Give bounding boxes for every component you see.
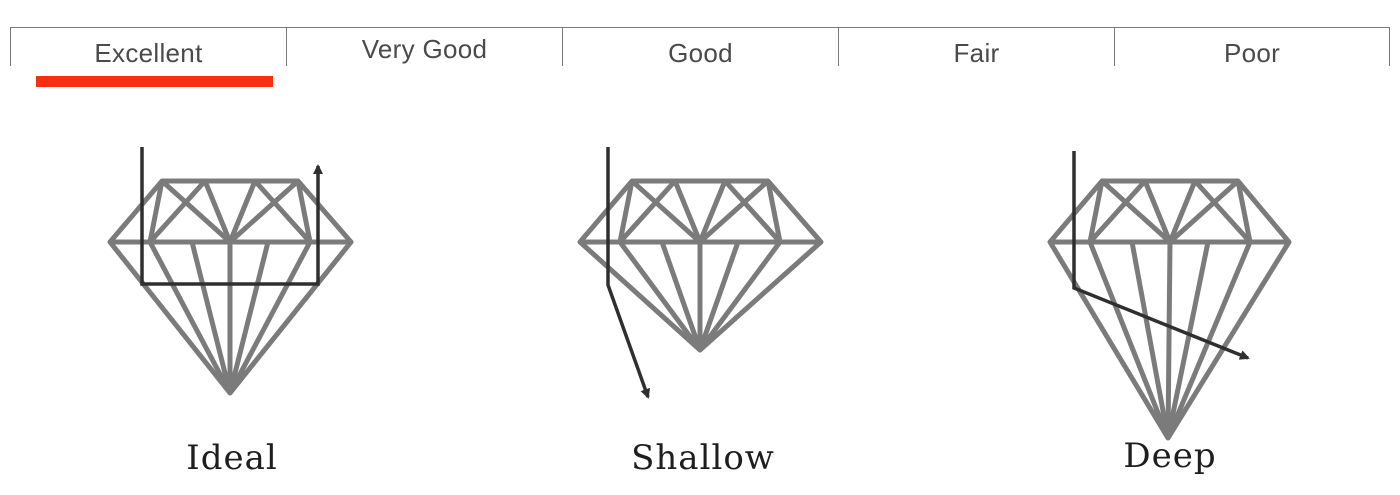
tab-label: Excellent	[94, 37, 203, 68]
light-ray-shallow	[606, 147, 651, 399]
tab-good[interactable]: Good	[562, 28, 838, 68]
active-tab-indicator	[36, 76, 273, 87]
tab-label: Good	[668, 37, 733, 68]
diamond-deep	[1047, 151, 1292, 441]
caption-shallow: Shallow	[631, 438, 775, 478]
tab-very-good[interactable]: Very Good	[286, 28, 562, 66]
diamond-shallow	[577, 147, 824, 399]
tab-poor[interactable]: Poor	[1114, 28, 1390, 68]
light-ray-ideal	[140, 147, 323, 286]
cut-grade-tabs: Excellent Very Good Good Fair Poor	[10, 27, 1390, 68]
diamond-ideal	[107, 147, 354, 396]
tab-label: Poor	[1223, 37, 1281, 68]
tab-excellent[interactable]: Excellent	[10, 28, 286, 68]
tab-label: Very Good	[361, 33, 488, 64]
caption-ideal: Ideal	[186, 438, 278, 478]
caption-deep: Deep	[1123, 436, 1217, 476]
tab-label: Fair	[953, 37, 1000, 68]
light-ray-deep	[1072, 151, 1250, 360]
tab-fair[interactable]: Fair	[838, 28, 1114, 68]
